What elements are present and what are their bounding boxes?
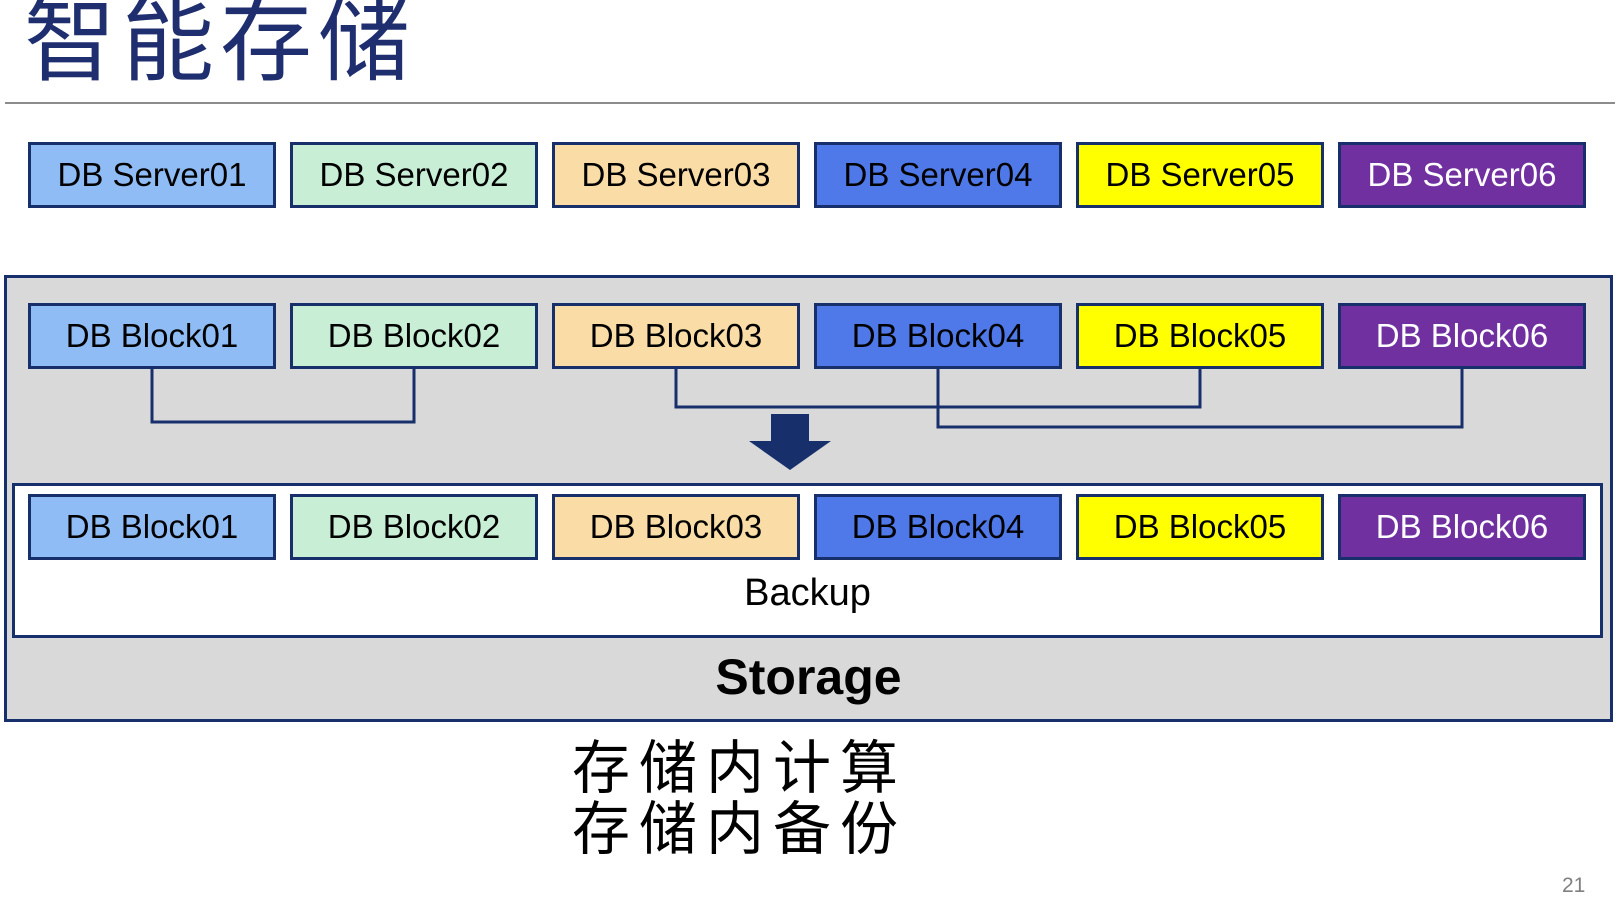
db-server05-box: DB Server05 — [1076, 142, 1324, 208]
db-server04-box: DB Server04 — [814, 142, 1062, 208]
db-block03-lower-box: DB Block03 — [552, 494, 800, 560]
caption-line-2: 存储内备份 — [572, 797, 908, 863]
db-server01-box: DB Server01 — [28, 142, 276, 208]
title-divider — [5, 102, 1615, 104]
db-server03-box: DB Server03 — [552, 142, 800, 208]
db-block05-upper-box: DB Block05 — [1076, 303, 1324, 369]
db-block03-upper-box: DB Block03 — [552, 303, 800, 369]
db-block01-upper-box: DB Block01 — [28, 303, 276, 369]
db-block04-lower-box: DB Block04 — [814, 494, 1062, 560]
db-server02-box: DB Server02 — [290, 142, 538, 208]
page-number: 21 — [1562, 874, 1586, 897]
backup-label: Backup — [744, 572, 871, 614]
db-block02-upper-box: DB Block02 — [290, 303, 538, 369]
db-block05-lower-box: DB Block05 — [1076, 494, 1324, 560]
backup-box — [12, 483, 1603, 638]
caption-line-1: 存储内计算 — [572, 736, 908, 801]
storage-label: Storage — [715, 649, 902, 705]
db-block06-upper-box: DB Block06 — [1338, 303, 1586, 369]
db-server06-box: DB Server06 — [1338, 142, 1586, 208]
db-block06-lower-box: DB Block06 — [1338, 494, 1586, 560]
page-title: 智能存储 — [24, 0, 417, 93]
db-block04-upper-box: DB Block04 — [814, 303, 1062, 369]
db-block01-lower-box: DB Block01 — [28, 494, 276, 560]
db-block-row-lower: DB Block01 DB Block02 DB Block03 DB Bloc… — [28, 494, 1586, 560]
db-block-row-upper: DB Block01 DB Block02 DB Block03 DB Bloc… — [28, 303, 1586, 369]
db-block02-lower-box: DB Block02 — [290, 494, 538, 560]
db-server-row: DB Server01 DB Server02 DB Server03 DB S… — [28, 142, 1586, 208]
caption-text: 存储内计算 存储内备份 — [572, 738, 907, 861]
